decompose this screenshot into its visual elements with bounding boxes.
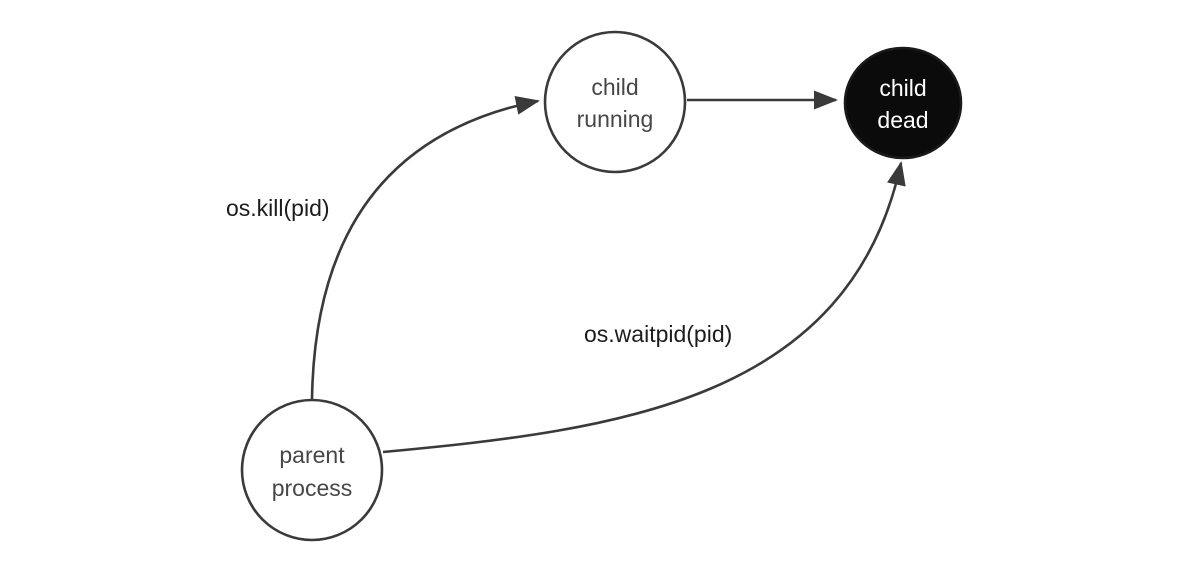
node-parent-process <box>240 398 384 542</box>
node-child-running <box>543 30 687 174</box>
node-child-dead-label-line2: dead <box>877 107 928 133</box>
node-child-running-label-line1: child <box>591 74 638 100</box>
node-parent-process-label-line2: process <box>272 475 353 501</box>
edge-waitpid <box>382 161 906 454</box>
node-parent-process-label-line1: parent <box>279 442 345 468</box>
edge-kill-label: os.kill(pid) <box>226 195 330 221</box>
node-child-running-label-line2: running <box>577 106 654 132</box>
edge-kill <box>310 95 540 400</box>
node-child-dead-label-line1: child <box>879 75 926 101</box>
edge-waitpid-label: os.waitpid(pid) <box>584 321 732 347</box>
node-child-dead <box>843 46 963 160</box>
